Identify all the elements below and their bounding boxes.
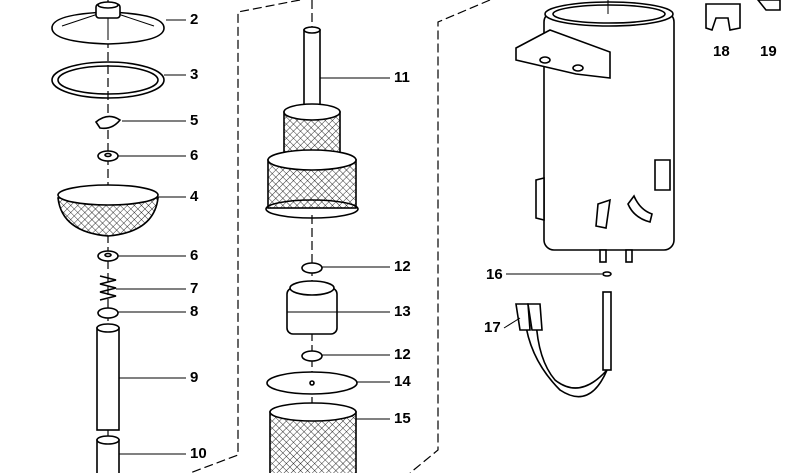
part-11-filter-assembly	[265, 26, 359, 219]
callout-13: 13	[394, 303, 411, 320]
part-18-clip	[705, 3, 741, 32]
callout-6-lower: 6	[190, 247, 199, 264]
part-6-washer-lower	[97, 250, 119, 262]
leader-lines	[116, 19, 602, 455]
callout-3: 3	[190, 66, 199, 83]
part-2-cover	[51, 1, 165, 45]
part-10-tube	[96, 435, 120, 473]
callout-19: 19	[760, 43, 777, 60]
callout-15: 15	[394, 410, 411, 427]
callout-6: 6	[190, 147, 199, 164]
callout-17: 17	[484, 319, 501, 336]
callout-7: 7	[190, 280, 199, 297]
part-4-strainer-bowl	[57, 184, 159, 237]
part-15-cylinder-screen	[269, 402, 357, 473]
housing-tank	[515, 0, 675, 263]
callout-5: 5	[190, 112, 199, 129]
part-5-clip	[94, 115, 122, 130]
callout-12: 12	[394, 258, 411, 275]
part-6-washer	[97, 150, 119, 162]
part-8-washer	[97, 307, 119, 319]
callout-2: 2	[190, 11, 199, 28]
part-9-tube	[96, 323, 120, 431]
part-12-washer-lower	[301, 350, 323, 362]
part-7-spring	[99, 275, 117, 301]
section-divider-lines	[107, 0, 491, 473]
callout-4: 4	[190, 188, 199, 205]
part-12-washer	[301, 262, 323, 274]
part-3-gasket-ring	[51, 61, 165, 99]
callout-14: 14	[394, 373, 411, 390]
part-13-bushing	[286, 280, 338, 335]
callout-18: 18	[713, 43, 730, 60]
callout-9: 9	[190, 369, 199, 386]
part-14-disc	[266, 371, 358, 395]
part-19-clip	[756, 0, 781, 11]
callout-11: 11	[394, 69, 410, 86]
callout-12-lower: 12	[394, 346, 411, 363]
callout-8: 8	[190, 303, 199, 320]
part-16-seal-and-sensor	[524, 271, 612, 398]
callout-16: 16	[486, 266, 503, 283]
part-17-connectors	[515, 303, 543, 331]
callout-10: 10	[190, 445, 207, 462]
